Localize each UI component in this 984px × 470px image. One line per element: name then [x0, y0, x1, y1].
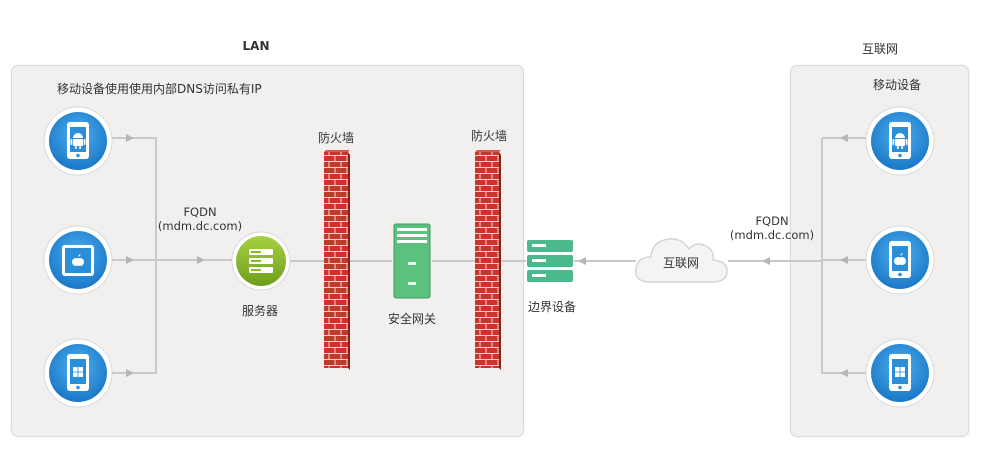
apple-icon: [72, 254, 84, 266]
internet-fqdn-host: (mdm.dc.com): [729, 228, 815, 242]
internet-device-apple: [865, 225, 935, 295]
arrow-left: [840, 369, 848, 377]
internet-fqdn: FQDN: [755, 214, 789, 228]
firewall-2: [475, 150, 501, 370]
edge-label: 边界设备: [527, 300, 577, 314]
firewall-1-label: 防火墙: [317, 131, 355, 145]
arrow-right: [126, 369, 134, 377]
internet-subtitle: 移动设备: [872, 78, 922, 92]
firewall-2-label: 防火墙: [470, 129, 508, 143]
windows-icon: [895, 367, 905, 377]
gateway-icon: [393, 223, 431, 299]
android-icon: [70, 133, 86, 149]
arrow-right: [126, 134, 134, 142]
arrow-left: [578, 257, 586, 265]
cloud-icon: [635, 238, 728, 283]
cloud-label: 互联网: [662, 256, 700, 270]
arrow-right: [126, 256, 134, 264]
lan-fqdn-label: FQDN (mdm.dc.com): [158, 205, 242, 233]
apple-icon: [894, 253, 906, 265]
lan-fqdn: FQDN: [183, 205, 217, 219]
lan-device-apple: [43, 225, 113, 295]
lan-device-windows: [43, 338, 113, 408]
gateway-label: 安全网关: [387, 312, 437, 326]
internet-device-windows: [865, 338, 935, 408]
server-icon: [231, 231, 291, 291]
arrow-right: [197, 256, 205, 264]
lan-title: LAN: [242, 39, 270, 53]
internet-device-android: [865, 106, 935, 176]
edge-device-icon: [527, 240, 573, 282]
internet-fqdn-label: FQDN (mdm.dc.com): [730, 214, 814, 242]
arrow-left: [762, 257, 770, 265]
windows-icon: [73, 367, 83, 377]
lan-note: 移动设备使用使用内部DNS访问私有IP: [57, 82, 262, 96]
firewall-1: [324, 150, 350, 370]
arrow-left: [840, 256, 848, 264]
lan-fqdn-host: (mdm.dc.com): [157, 219, 243, 233]
lan-device-android: [43, 106, 113, 176]
internet-title: 互联网: [861, 42, 899, 56]
arrow-left: [840, 134, 848, 142]
android-icon: [892, 133, 908, 149]
server-label: 服务器: [241, 304, 279, 318]
